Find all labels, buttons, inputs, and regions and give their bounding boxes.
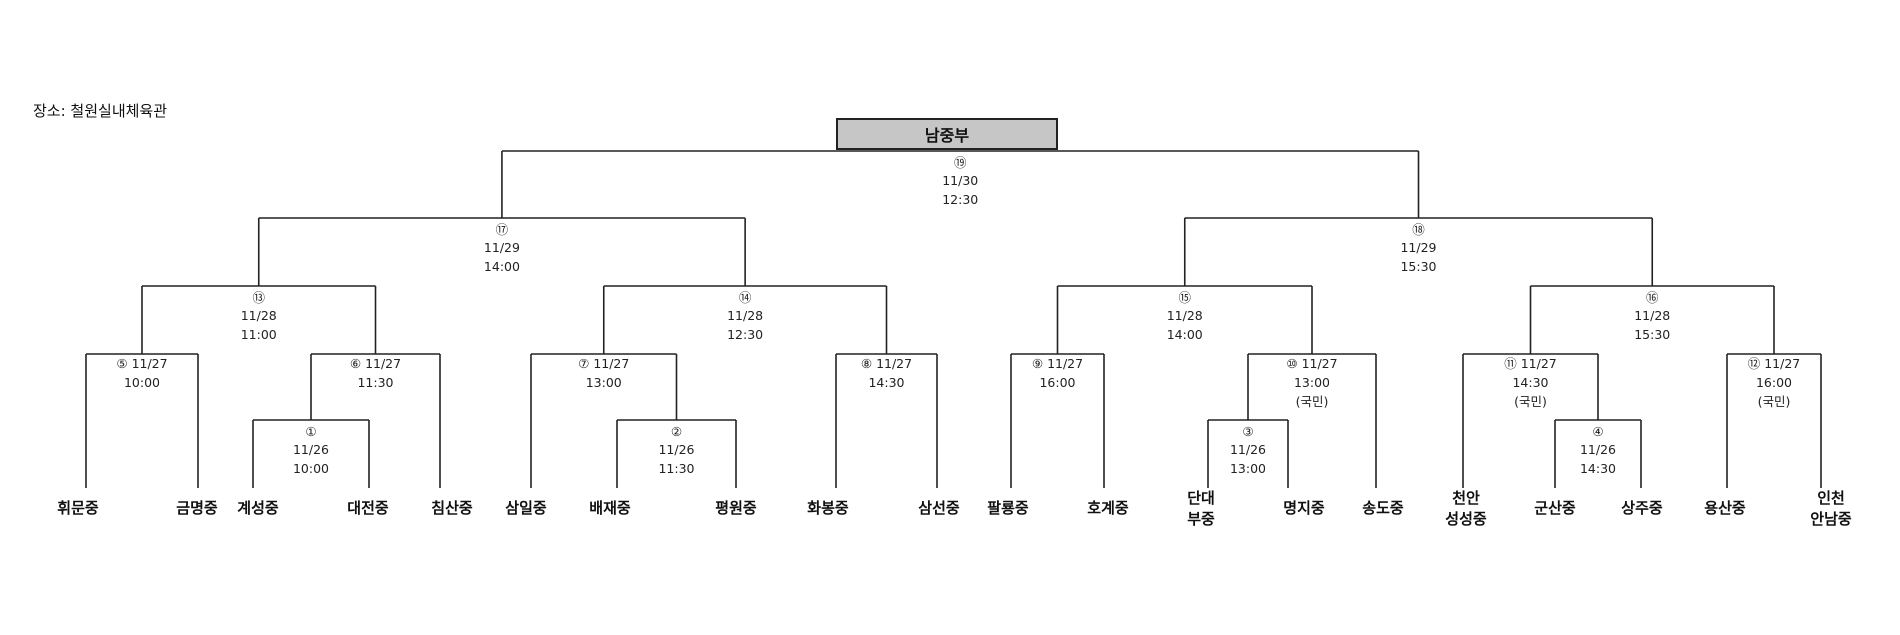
division-title: 남중부 <box>836 118 1058 150</box>
team-name: 호계중 <box>1087 499 1129 517</box>
team-name: 팔룡중 <box>987 499 1029 517</box>
match-1-time: 10:00 <box>293 461 329 476</box>
match-3-time: 13:00 <box>1230 461 1266 476</box>
match-15-time: 14:00 <box>1167 327 1203 342</box>
team-name: 배재중 <box>589 499 631 517</box>
match-19-date: 11/30 <box>942 173 978 188</box>
match-1-number: ① <box>305 424 316 439</box>
match-3-date: 11/26 <box>1230 442 1266 457</box>
match-6-date: ⑥ 11/27 <box>350 356 401 371</box>
match-13-time: 11:00 <box>241 327 277 342</box>
match-12-venue-note: (국민) <box>1758 394 1791 409</box>
match-8-date: ⑧ 11/27 <box>861 356 912 371</box>
team-name: 단대 <box>1187 489 1215 507</box>
match-9-date: ⑨ 11/27 <box>1032 356 1083 371</box>
match-16-time: 15:30 <box>1634 327 1670 342</box>
match-14-number: ⑭ <box>739 290 752 305</box>
match-2-number: ② <box>671 424 682 439</box>
team-name: 군산중 <box>1534 499 1576 517</box>
match-10-venue-note: (국민) <box>1296 394 1329 409</box>
team-name: 명지중 <box>1283 499 1325 517</box>
match-4-time: 14:30 <box>1580 461 1616 476</box>
team-name: 화봉중 <box>807 499 849 517</box>
team-name: 천안 <box>1452 489 1480 507</box>
match-7-time: 13:00 <box>586 375 622 390</box>
match-15-date: 11/28 <box>1167 308 1203 323</box>
match-14-date: 11/28 <box>727 308 763 323</box>
match-11-venue-note: (국민) <box>1514 394 1547 409</box>
team-name: 평원중 <box>715 499 757 517</box>
match-17-number: ⑰ <box>496 222 509 237</box>
match-11-time: 14:30 <box>1512 375 1548 390</box>
match-5-date: ⑤ 11/27 <box>116 356 167 371</box>
match-7-date: ⑦ 11/27 <box>578 356 629 371</box>
match-6-time: 11:30 <box>357 375 393 390</box>
match-11-date: ⑪ 11/27 <box>1504 356 1557 371</box>
match-10-time: 13:00 <box>1294 375 1330 390</box>
team-name: 부중 <box>1187 510 1215 528</box>
team-name: 금명중 <box>176 499 218 517</box>
match-2-time: 11:30 <box>658 461 694 476</box>
match-10-date: ⑩ 11/27 <box>1286 356 1337 371</box>
match-12-time: 16:00 <box>1756 375 1792 390</box>
match-18-time: 15:30 <box>1400 259 1436 274</box>
match-13-number: ⑬ <box>252 290 265 305</box>
team-name: 성성중 <box>1445 510 1487 528</box>
team-name: 인천 <box>1817 489 1845 507</box>
match-18-number: ⑱ <box>1412 222 1425 237</box>
team-name: 대전중 <box>347 499 389 517</box>
match-1-date: 11/26 <box>293 442 329 457</box>
match-12-date: ⑫ 11/27 <box>1748 356 1801 371</box>
team-name: 송도중 <box>1362 499 1404 517</box>
match-18-date: 11/29 <box>1400 240 1436 255</box>
match-4-date: 11/26 <box>1580 442 1616 457</box>
team-name: 삼선중 <box>918 499 960 517</box>
match-13-date: 11/28 <box>241 308 277 323</box>
team-name: 삼일중 <box>505 499 547 517</box>
team-name: 계성중 <box>237 499 279 517</box>
match-3-number: ③ <box>1242 424 1253 439</box>
match-16-number: ⑯ <box>1646 290 1659 305</box>
match-19-number: ⑲ <box>954 155 967 170</box>
team-name: 휘문중 <box>57 499 99 517</box>
match-14-time: 12:30 <box>727 327 763 342</box>
team-name: 용산중 <box>1704 499 1746 517</box>
team-name: 침산중 <box>431 499 473 517</box>
match-15-number: ⑮ <box>1178 290 1191 305</box>
match-5-time: 10:00 <box>124 375 160 390</box>
match-17-date: 11/29 <box>484 240 520 255</box>
match-16-date: 11/28 <box>1634 308 1670 323</box>
venue-label: 장소: 철원실내체육관 <box>33 102 168 120</box>
match-4-number: ④ <box>1592 424 1603 439</box>
match-17-time: 14:00 <box>484 259 520 274</box>
match-19-time: 12:30 <box>942 192 978 207</box>
match-8-time: 14:30 <box>868 375 904 390</box>
team-name: 상주중 <box>1621 499 1663 517</box>
match-9-time: 16:00 <box>1039 375 1075 390</box>
match-2-date: 11/26 <box>658 442 694 457</box>
team-name: 안남중 <box>1810 510 1852 528</box>
